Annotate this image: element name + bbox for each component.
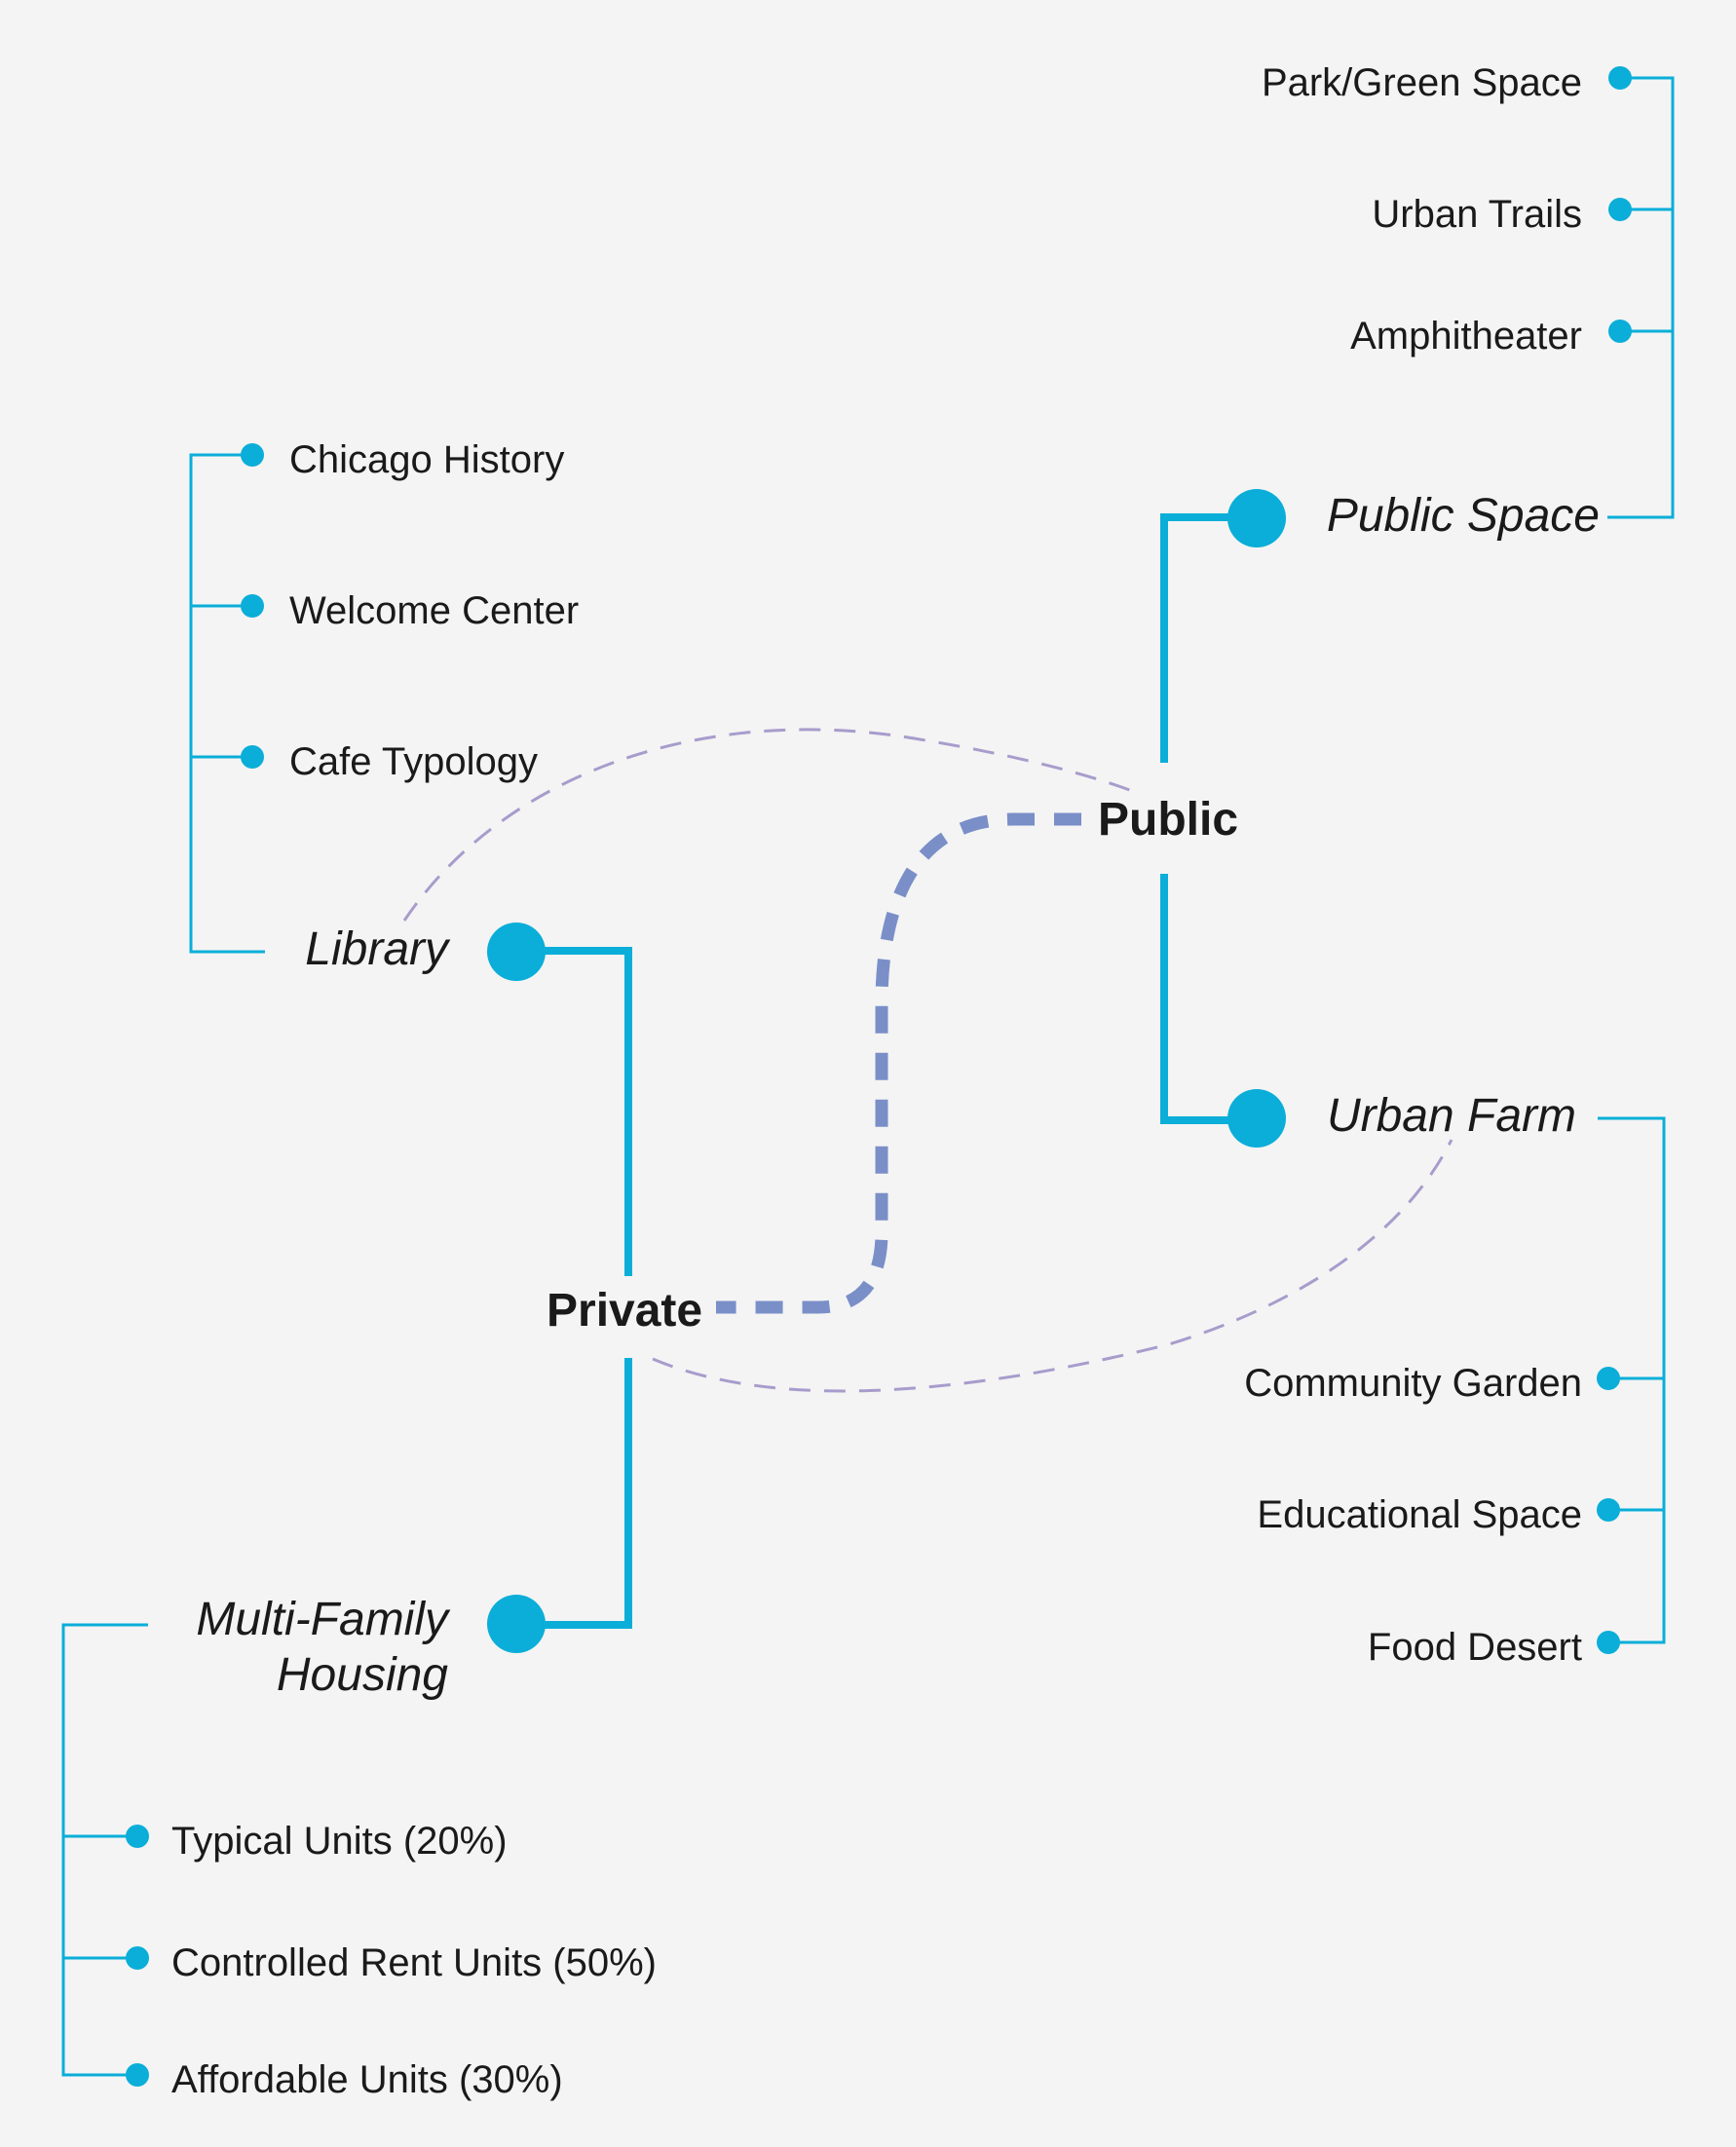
dashed-link-public-private xyxy=(716,812,1081,1314)
item-cafe-typology: Cafe Typology xyxy=(289,740,538,783)
item-community-garden: Community Garden xyxy=(1244,1362,1582,1405)
bullet-trails xyxy=(1608,198,1632,221)
item-welcome-center: Welcome Center xyxy=(289,589,579,632)
bullet-controlled xyxy=(126,1946,149,1970)
bullet-chicago-history xyxy=(241,443,264,467)
bullet-welcome-center xyxy=(241,594,264,618)
item-amphitheater: Amphitheater xyxy=(1350,315,1582,358)
item-chicago-history: Chicago History xyxy=(289,438,564,481)
item-affordable-units: Affordable Units (30%) xyxy=(171,2058,563,2101)
group-housing-label-line2: Housing xyxy=(277,1649,448,1701)
node-urban-farm xyxy=(1227,1089,1286,1148)
hub-public-label: Public xyxy=(1098,794,1238,846)
node-housing xyxy=(487,1595,546,1653)
item-educational-space: Educational Space xyxy=(1257,1493,1582,1536)
bullet-affordable xyxy=(126,2063,149,2087)
branch-urban-farm xyxy=(1160,874,1257,1124)
group-public-space-label: Public Space xyxy=(1327,490,1600,542)
hub-private-label: Private xyxy=(547,1285,702,1337)
bullet-park xyxy=(1608,66,1632,90)
group-urban-farm-label: Urban Farm xyxy=(1327,1090,1576,1142)
bracket-public-space xyxy=(1607,76,1675,519)
group-housing-label-line1: Multi-Family xyxy=(196,1594,451,1645)
bullet-amphitheater xyxy=(1608,320,1632,343)
bracket-library xyxy=(189,453,265,954)
arc-private-urban-farm xyxy=(652,1139,1453,1393)
branch-library xyxy=(516,947,632,1276)
branch-public-space xyxy=(1160,513,1257,763)
node-library xyxy=(487,923,546,981)
bullet-typical xyxy=(126,1825,149,1848)
group-library-label: Library xyxy=(305,923,451,975)
item-urban-trails: Urban Trails xyxy=(1372,193,1582,236)
item-controlled-rent-units: Controlled Rent Units (50%) xyxy=(171,1941,657,1984)
item-typical-units: Typical Units (20%) xyxy=(171,1820,508,1863)
item-food-desert: Food Desert xyxy=(1368,1626,1582,1669)
item-park-green-space: Park/Green Space xyxy=(1262,61,1582,104)
bullet-cafe xyxy=(241,745,264,769)
bullet-garden xyxy=(1597,1367,1620,1390)
bullet-food-desert xyxy=(1597,1631,1620,1654)
branch-housing xyxy=(516,1358,632,1629)
node-public-space xyxy=(1227,489,1286,547)
bullet-educational xyxy=(1597,1498,1620,1522)
bracket-housing xyxy=(61,1623,148,2077)
